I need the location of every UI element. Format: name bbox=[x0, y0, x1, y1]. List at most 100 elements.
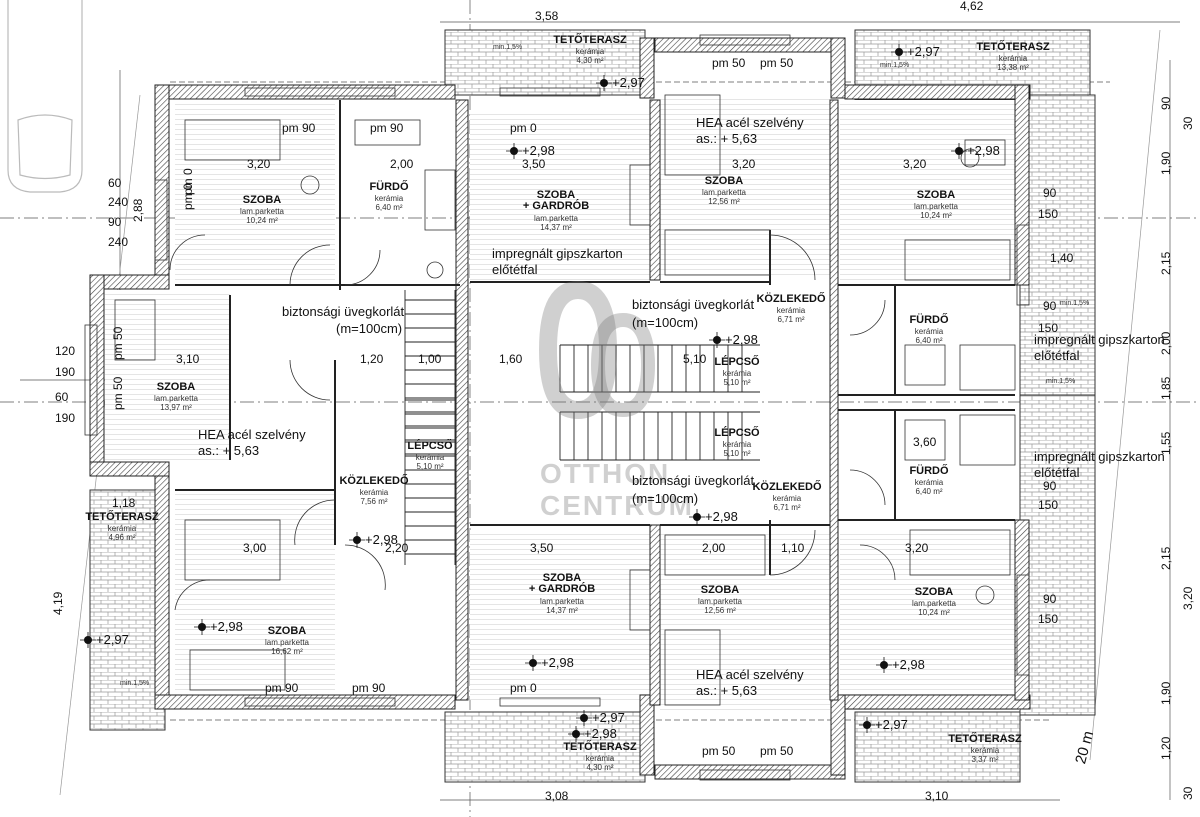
room-area-szoba_bot_mid: 12,56 m² bbox=[704, 606, 736, 615]
dimension-d_462: 4,62 bbox=[960, 0, 984, 13]
note-gips3: impregnált gipszkarton bbox=[1034, 449, 1165, 464]
note-biz1b: (m=100cm) bbox=[336, 321, 403, 336]
elevation-cross bbox=[506, 143, 522, 159]
slope-note: min.1,5% bbox=[1046, 378, 1076, 385]
dimension-pm90d: pm 90 bbox=[352, 681, 386, 695]
elevation-e10: +2,98 bbox=[541, 655, 574, 670]
elevation-cross bbox=[689, 509, 705, 525]
dimension-d_100: 1,00 bbox=[418, 352, 442, 366]
elevation-cross bbox=[568, 726, 584, 742]
note-hea2: HEA acél szelvény bbox=[198, 427, 306, 442]
dimension-rv30: 30 bbox=[1181, 116, 1195, 130]
room-floor-szoba_tr: lam.parketta bbox=[913, 202, 959, 211]
terraces bbox=[89, 29, 1096, 783]
room-area-szoba_top_mid: 12,56 m² bbox=[708, 197, 740, 206]
dimension-pm50b: pm 50 bbox=[760, 56, 794, 70]
dimension-l190: 190 bbox=[55, 365, 76, 379]
slope-note: min.1,5% bbox=[493, 44, 523, 51]
car-outline bbox=[7, 0, 83, 193]
elevation-cross bbox=[951, 143, 967, 159]
room-name-lepcso_left: LÉPCSŐ bbox=[407, 440, 453, 452]
dimension-pm0d: pm 0 bbox=[181, 168, 195, 195]
dimension-d_320c: 3,20 bbox=[903, 157, 927, 171]
room-area-tetoterasz_br: 3,37 m² bbox=[971, 755, 999, 764]
room-name-szoba_tl: SZOBA bbox=[242, 194, 282, 206]
room-floor-furdo_tl: kerámia bbox=[374, 194, 404, 203]
room-name-lepcso_mid: LÉPCSŐ bbox=[714, 427, 760, 439]
dimension-d_419: 4,19 bbox=[51, 591, 65, 615]
dimension-rv320: 3,20 bbox=[1181, 586, 1195, 610]
elevation-cross bbox=[891, 44, 907, 60]
room-floor-kozlekedo_left: kerámia bbox=[359, 488, 389, 497]
dimension-pm0b: pm 0 bbox=[510, 681, 537, 695]
watermark-line1: OTTHON bbox=[540, 458, 671, 489]
room-area-furdo_tl: 6,40 m² bbox=[375, 203, 403, 212]
elevation-cross bbox=[80, 632, 96, 648]
room-floor-szoba_left: lam.parketta bbox=[153, 394, 199, 403]
room-area-lepcso_top: 5,10 m² bbox=[723, 378, 751, 387]
elevation-cross bbox=[876, 657, 892, 673]
room-area-tetoterasz_left: 4,96 m² bbox=[108, 533, 136, 542]
room-name-szoba_top_mid: SZOBA bbox=[704, 175, 744, 187]
room-floor-tetoterasz_bot_mid: kerámia bbox=[585, 754, 615, 763]
note-hea1_as: as.: + 5,63 bbox=[696, 131, 758, 146]
elevation-cross bbox=[576, 710, 592, 726]
elevation-cross bbox=[596, 75, 612, 91]
elevation-e2: +2,97 bbox=[907, 44, 940, 59]
dimension-rv90: 90 bbox=[1159, 96, 1173, 110]
dimension-d_300: 3,00 bbox=[243, 541, 267, 555]
room-name-szoba_bot_mid: SZOBA bbox=[700, 584, 740, 596]
dimension-d_320a: 3,20 bbox=[247, 157, 271, 171]
dimension-rv155: 1,55 bbox=[1159, 431, 1173, 455]
elevation-cross bbox=[709, 332, 725, 348]
dimension-pm50d: pm 50 bbox=[760, 744, 794, 758]
dimension-d_320b: 3,20 bbox=[732, 157, 756, 171]
room-name-tetoterasz_left: TETŐTERASZ bbox=[85, 511, 159, 523]
dimension-d_140: 1,40 bbox=[1050, 251, 1074, 265]
dimension-r90a: 90 bbox=[1043, 186, 1057, 200]
note-gips1: impregnált gipszkarton bbox=[492, 246, 623, 261]
walls bbox=[89, 37, 1031, 780]
dimension-pm90a: pm 90 bbox=[282, 121, 316, 135]
room-area-kozlekedo_mid: 6,71 m² bbox=[773, 503, 801, 512]
dimension-d_160a: 1,60 bbox=[499, 352, 523, 366]
dimension-pm90c: pm 90 bbox=[265, 681, 299, 695]
dimension-pm0a: pm 0 bbox=[510, 121, 537, 135]
dimension-rv190: 1,90 bbox=[1159, 151, 1173, 175]
room-floor-szoba_bot_mid: lam.parketta bbox=[697, 597, 743, 606]
dimension-pm50a: pm 50 bbox=[712, 56, 746, 70]
room-name-tetoterasz_bot_mid: TETŐTERASZ bbox=[563, 741, 637, 753]
dimension-d_110: 1,10 bbox=[781, 541, 805, 555]
room-name-kozlekedo_left: KÖZLEKEDŐ bbox=[339, 475, 409, 487]
dimension-rv190b: 1,90 bbox=[1159, 681, 1173, 705]
dimension-r90b: 90 bbox=[1043, 299, 1057, 313]
room-floor-tetoterasz_br: kerámia bbox=[970, 746, 1000, 755]
dimension-d_360: 3,60 bbox=[913, 435, 937, 449]
room-name-furdo_tl: FÜRDŐ bbox=[369, 181, 409, 193]
room-floor-szoba_br: lam.parketta bbox=[911, 599, 957, 608]
dimension-l60b: 60 bbox=[108, 176, 122, 190]
furniture bbox=[84, 34, 1030, 781]
room-floor-tetoterasz_left: kerámia bbox=[107, 524, 137, 533]
room-floor-furdo_r1: kerámia bbox=[914, 327, 944, 336]
dimension-pm50f: pm 50 bbox=[111, 376, 125, 410]
room-floor-szoba_tl: lam.parketta bbox=[239, 207, 285, 216]
room-area-szoba_bl: 16,62 m² bbox=[271, 647, 303, 656]
note-gips3b: előtétfal bbox=[1034, 465, 1080, 480]
elevation-e5: +2,98 bbox=[725, 332, 758, 347]
dimension-r150a: 150 bbox=[1038, 207, 1059, 221]
room-name-szoba_tr: SZOBA bbox=[916, 189, 956, 201]
dimension-d_200a: 2,00 bbox=[390, 157, 414, 171]
note-biz2b: (m=100cm) bbox=[632, 315, 699, 330]
note-biz1: biztonsági üvegkorlát bbox=[282, 304, 405, 319]
room-area-szoba_tl: 10,24 m² bbox=[246, 216, 278, 225]
room-floor-kozlekedo_top: kerámia bbox=[776, 306, 806, 315]
elevation-e11: +2,98 bbox=[892, 657, 925, 672]
dimension-d_310b: 3,10 bbox=[176, 352, 200, 366]
dimension-l240b: 240 bbox=[108, 235, 129, 249]
dimension-d_118: 1,18 bbox=[112, 496, 136, 510]
room-name-szoba_gard_bot: SZOBA + GARDRÓB bbox=[528, 572, 596, 595]
elevation-e8: +2,97 bbox=[96, 632, 129, 647]
dimension-l60: 60 bbox=[55, 390, 69, 404]
room-floor-lepcso_mid: kerámia bbox=[722, 440, 752, 449]
